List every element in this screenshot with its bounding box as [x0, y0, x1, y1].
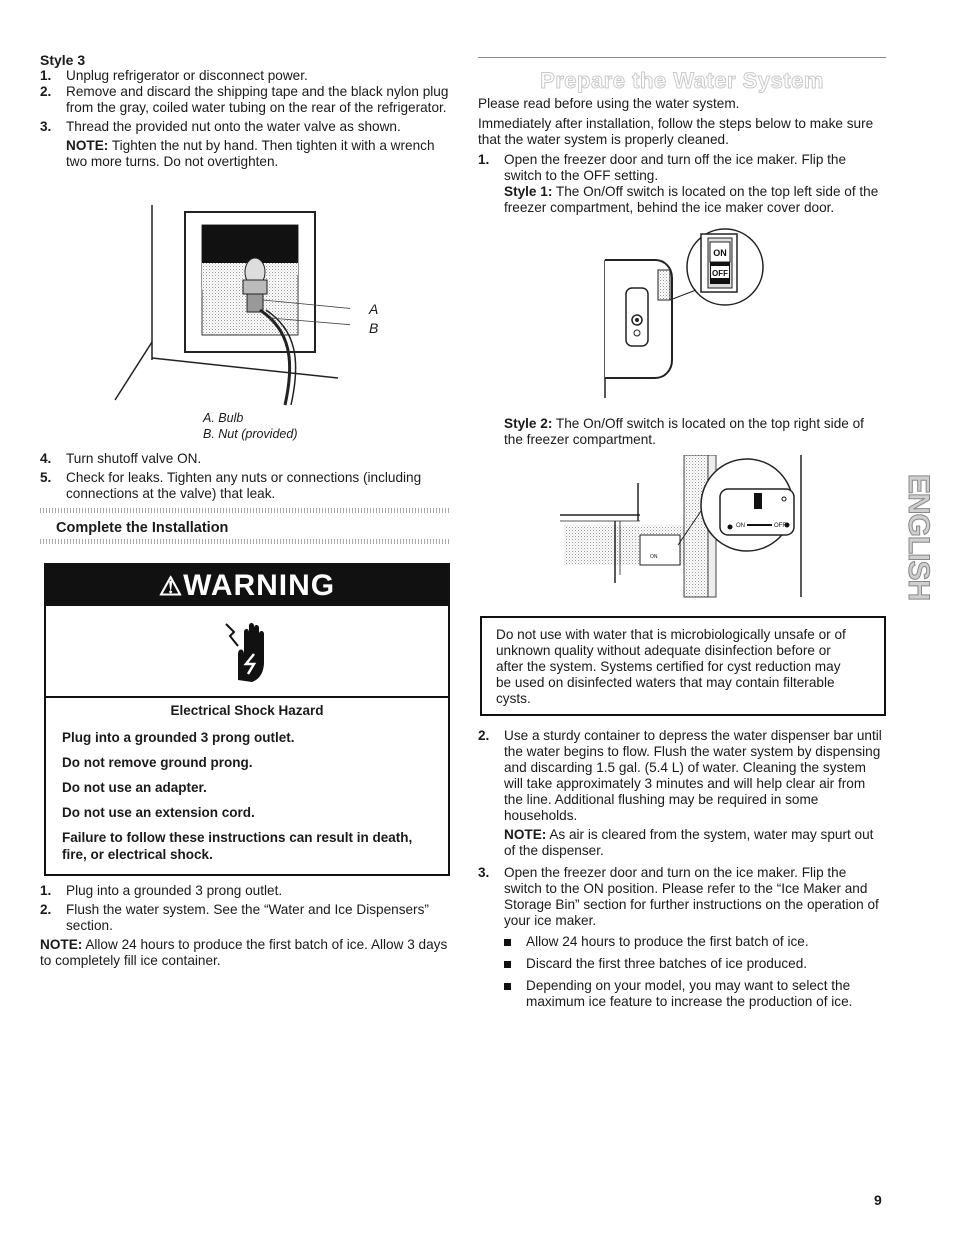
final-steps: 1.Plug into a grounded 3 prong outlet. 2… [40, 883, 450, 969]
warning-icon-row [46, 606, 448, 698]
page-number: 9 [874, 1192, 882, 1208]
bullet-item: Discard the first three batches of ice p… [478, 956, 886, 972]
fig2-on-label: ON [736, 523, 745, 529]
water-quality-note: Do not use with water that is microbiolo… [496, 627, 846, 706]
step-a2: 2.Remove and discard the shipping tape a… [40, 84, 449, 115]
step-c1: 1.Plug into a grounded 3 prong outlet. [40, 883, 283, 898]
language-tab-label: ENGLISH [902, 473, 936, 601]
intro-line-2: Immediately after installation, follow t… [478, 116, 874, 147]
warning-line: Do not use an extension cord. [62, 805, 255, 820]
bullet-square-icon [504, 939, 511, 946]
warning-header: ⚠WARNING [46, 565, 448, 606]
language-side-tab: ENGLISH [902, 452, 936, 622]
warning-hazard-title: Electrical Shock Hazard [170, 703, 324, 718]
fig2-small-on: ON [650, 554, 658, 560]
step-a1: 1.Unplug refrigerator or disconnect powe… [40, 68, 308, 83]
step-b4: 4.Turn shutoff valve ON. [40, 451, 202, 466]
bullet-square-icon [504, 961, 511, 968]
step-b5: 5.Check for leaks. Tighten any nuts or c… [40, 470, 422, 501]
note-ice: NOTE: Allow 24 hours to produce the firs… [40, 937, 448, 968]
warning-box: ⚠WARNING Electrical Shock Hazard Plug in… [44, 563, 450, 876]
fig2-off-label: OFF [774, 523, 786, 529]
fig1-caption-b: B. Nut (provided) [203, 427, 298, 441]
prep-step-3: 3.Open the freezer door and turn on the … [478, 865, 879, 928]
switch-off-label: OFF [712, 269, 728, 278]
fig1-caption-a: A. Bulb [203, 411, 244, 425]
style2-description: Style 2: The On/Off switch is located on… [504, 416, 864, 447]
switch-on-label: ON [713, 248, 727, 258]
right-top-rule [478, 57, 886, 58]
note-tighten: NOTE: Tighten the nut by hand. Then tigh… [66, 138, 435, 169]
fig1-label-b: B [369, 320, 379, 336]
warning-line: Failure to follow these instructions can… [62, 830, 413, 862]
bullet-item: Depending on your model, you may want to… [478, 978, 886, 1010]
left-column: Style 3 1.Unplug refrigerator or disconn… [40, 52, 450, 170]
right-steps: 2.Use a sturdy container to depress the … [478, 728, 886, 1010]
prepare-water-system-title: Prepare the Water System [540, 68, 824, 94]
warning-triangle-icon: ⚠ [158, 571, 184, 601]
warning-line: Plug into a grounded 3 prong outlet. [62, 730, 295, 745]
fig1-label-a: A [369, 301, 379, 317]
intro-line-1: Please read before using the water syste… [478, 96, 740, 111]
electrical-shock-hand-icon [225, 623, 264, 682]
style1-switch-illustration: ON OFF [604, 228, 764, 398]
right-intro: Please read before using the water syste… [478, 96, 886, 216]
water-quality-note-box: Do not use with water that is microbiolo… [480, 616, 886, 716]
style2-switch-illustration: ON ON OFF [560, 455, 802, 598]
prep-step-1: 1.Open the freezer door and turn off the… [478, 152, 847, 183]
divider-dots-top [40, 508, 450, 513]
step-a3: 3.Thread the provided nut onto the water… [40, 119, 401, 134]
steps-4-5: 4.Turn shutoff valve ON. 5.Check for lea… [40, 451, 450, 502]
divider-dots-bottom [40, 539, 450, 544]
bullet-square-icon [504, 983, 511, 990]
style1-description: Style 1: The On/Off switch is located on… [504, 184, 879, 215]
warning-line: Do not remove ground prong. [62, 755, 253, 770]
water-valve-illustration [114, 205, 350, 406]
prep-step-2: 2.Use a sturdy container to depress the … [478, 728, 882, 823]
note-spurt: NOTE: As air is cleared from the system,… [504, 827, 874, 858]
step-c2: 2.Flush the water system. See the “Water… [40, 902, 429, 933]
bullet-item: Allow 24 hours to produce the first batc… [478, 934, 886, 950]
warning-line: Do not use an adapter. [62, 780, 207, 795]
complete-installation-heading: Complete the Installation [56, 520, 229, 536]
warning-instructions: Plug into a grounded 3 prong outlet. Do … [62, 729, 436, 871]
style3-heading: Style 3 [40, 52, 86, 68]
